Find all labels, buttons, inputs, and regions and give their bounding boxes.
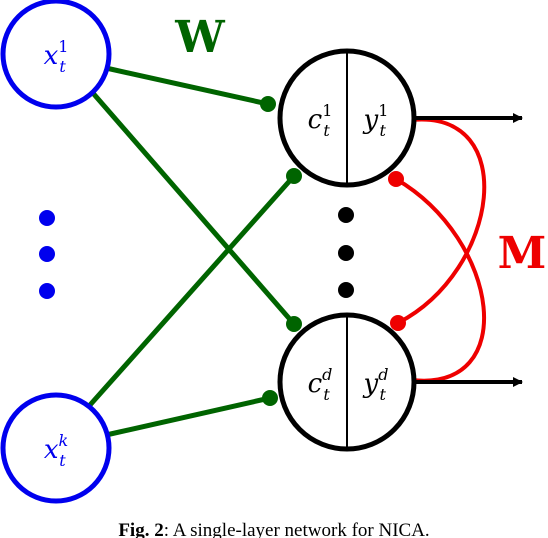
synapse-dot — [286, 316, 302, 332]
weight-label-m: M — [498, 228, 547, 279]
y-sub: t — [379, 121, 386, 140]
c-var: c — [308, 105, 323, 135]
synapse-dot — [390, 315, 406, 331]
y-sup: d — [378, 365, 388, 384]
svg-text:c1t: c1t — [308, 101, 333, 140]
y-var: y — [363, 369, 379, 399]
input-sub: t — [59, 57, 66, 76]
input-var: x — [44, 41, 59, 71]
ellipsis-dot — [39, 283, 55, 299]
output-arrows — [412, 113, 523, 387]
edge-x1-to-c1 — [105, 65, 269, 107]
ellipsis-dot — [338, 245, 354, 261]
y-sub: t — [379, 385, 386, 404]
svg-text:y1t: y1t — [363, 101, 389, 140]
edge-xk-to-cd — [105, 395, 271, 438]
synapse-dot — [262, 390, 278, 406]
lateral-endpoints — [388, 171, 406, 331]
c-sub: t — [323, 121, 330, 140]
svg-text:x1t: x1t — [44, 37, 69, 76]
y-sup: 1 — [378, 101, 388, 120]
c-var: c — [308, 369, 323, 399]
figure-caption: Fig. 2: A single-layer network for NICA. — [0, 520, 548, 538]
y-var: y — [363, 105, 379, 135]
ellipsis-dot — [39, 246, 55, 262]
feedforward-endpoints — [260, 96, 302, 406]
edge-x1-to-cd — [90, 90, 296, 326]
feedforward-connections — [88, 65, 296, 438]
c-sup: d — [322, 365, 332, 384]
edge-y1-to-cd — [397, 117, 487, 325]
caption-text: : A single-layer network for NICA. — [163, 520, 430, 538]
input-sup: k — [58, 431, 68, 450]
synapse-dot — [260, 96, 276, 112]
c-sup: 1 — [322, 101, 332, 120]
input-ellipsis — [39, 210, 55, 299]
input-circle — [0, 392, 112, 504]
svg-text:xkt: xkt — [44, 431, 68, 470]
lateral-connections — [394, 117, 487, 383]
input-circle — [0, 0, 112, 110]
edge-yd-to-c1 — [394, 177, 487, 383]
ellipsis-dot — [338, 282, 354, 298]
edge-xk-to-c1 — [88, 174, 296, 407]
svg-text:cdt: cdt — [308, 365, 333, 404]
synapse-dot — [286, 168, 302, 184]
output-ellipsis — [338, 207, 354, 298]
svg-text:ydt: ydt — [363, 365, 389, 404]
caption-label: Fig. 2 — [118, 520, 164, 538]
weight-label-w: W — [174, 12, 225, 63]
input-sup: 1 — [58, 37, 68, 56]
ellipsis-dot — [39, 210, 55, 226]
ellipsis-dot — [338, 207, 354, 223]
input-var: x — [44, 435, 59, 465]
c-sub: t — [323, 385, 330, 404]
input-sub: t — [59, 451, 66, 470]
synapse-dot — [388, 171, 404, 187]
